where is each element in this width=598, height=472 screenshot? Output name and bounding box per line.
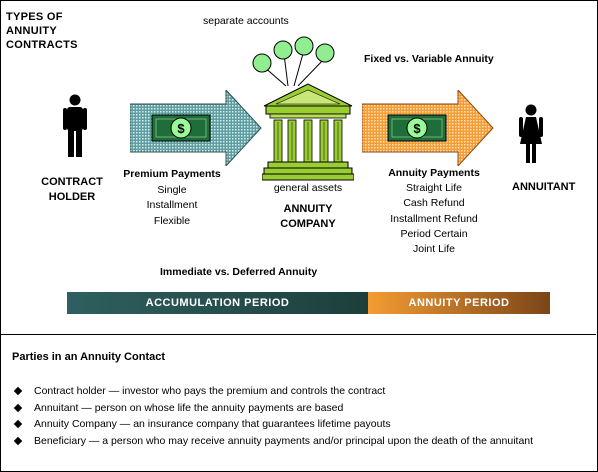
balloon-icon	[273, 40, 293, 60]
list-item: Annuitant — person on whose life the ann…	[13, 400, 533, 417]
list-item: Beneficiary — a person who may receive a…	[13, 433, 534, 450]
immediate-vs-deferred-label: Immediate vs. Deferred Annuity	[160, 266, 318, 278]
payment-option-item: Cash Refund	[403, 197, 465, 210]
title-line-3: CONTRACTS	[6, 39, 78, 51]
list-item-text: Contract holder — investor who pays the …	[34, 385, 386, 397]
contract-holder-line-2: HOLDER	[48, 191, 96, 203]
list-item-text: Beneficiary — a person who may receive a…	[34, 434, 534, 447]
payment-option-item: Installment Refund	[390, 212, 478, 225]
woman-icon	[519, 104, 543, 163]
parties-heading: Parties in an Annuity Contact	[12, 351, 166, 363]
list-item: Contract holder — investor who pays the …	[13, 383, 533, 400]
parties-list: Contract holder — investor who pays the …	[13, 383, 534, 450]
section-divider	[0, 334, 596, 335]
premium-item: Single	[157, 183, 187, 196]
contract-holder-line-1: CONTRACT	[41, 176, 103, 188]
general-assets-label: general assets	[273, 182, 343, 194]
balloon-icon	[315, 43, 335, 63]
diamond-bullet-icon	[13, 403, 23, 412]
diagram-title: TYPES OF ANNUITY CONTRACTS	[6, 10, 78, 52]
premium-payments-block: Premium Payments Single Installment Flex…	[112, 167, 232, 229]
dollar-sign: $	[413, 121, 421, 136]
payment-option-item: Joint Life	[412, 243, 456, 256]
annuity-period-bar: ANNUITY PERIOD	[368, 292, 550, 314]
dollar-sign: $	[177, 121, 185, 136]
diamond-bullet-icon	[13, 386, 23, 396]
premium-item: Flexible	[153, 214, 191, 227]
annuity-company-line-2: COMPANY	[280, 218, 336, 230]
annuitant-label: ANNUITANT	[512, 181, 576, 193]
premium-arrow-icon: $	[130, 90, 262, 166]
premium-item: Installment	[146, 199, 198, 211]
diamond-bullet-icon	[13, 419, 23, 429]
diamond-bullet-icon	[13, 436, 23, 445]
accumulation-period-bar: ACCUMULATION PERIOD	[67, 292, 368, 314]
building-icon	[262, 83, 354, 181]
balloon-icon	[252, 53, 272, 73]
annuity-company-label: ANNUITY COMPANY	[262, 202, 354, 232]
title-line-2: ANNUITY	[6, 25, 57, 37]
balloon-icon	[294, 36, 314, 56]
contract-holder-label: CONTRACT HOLDER	[30, 175, 114, 205]
title-line-1: TYPES OF	[6, 11, 63, 23]
annuity-company-line-1: ANNUITY	[283, 203, 333, 215]
payment-option-item: Straight Life	[405, 182, 463, 195]
list-item-text: Annuitant — person on whose life the ann…	[34, 401, 344, 414]
man-icon	[63, 94, 87, 157]
payments-arrow-icon: $	[362, 90, 494, 166]
list-item-text: Annuity Company — an insurance company t…	[34, 418, 391, 430]
annuity-payments-block: Annuity Payments Straight Life Cash Refu…	[372, 166, 496, 257]
premium-payments-heading: Premium Payments	[123, 168, 221, 180]
balloon-icon-group	[252, 36, 335, 86]
fixed-vs-variable-label: Fixed vs. Variable Annuity	[364, 53, 494, 65]
separate-accounts-label: separate accounts	[203, 15, 289, 27]
payment-option-item: Period Certain	[400, 227, 468, 240]
annuity-payments-heading: Annuity Payments	[388, 167, 480, 179]
list-item: Annuity Company — an insurance company t…	[13, 416, 533, 433]
